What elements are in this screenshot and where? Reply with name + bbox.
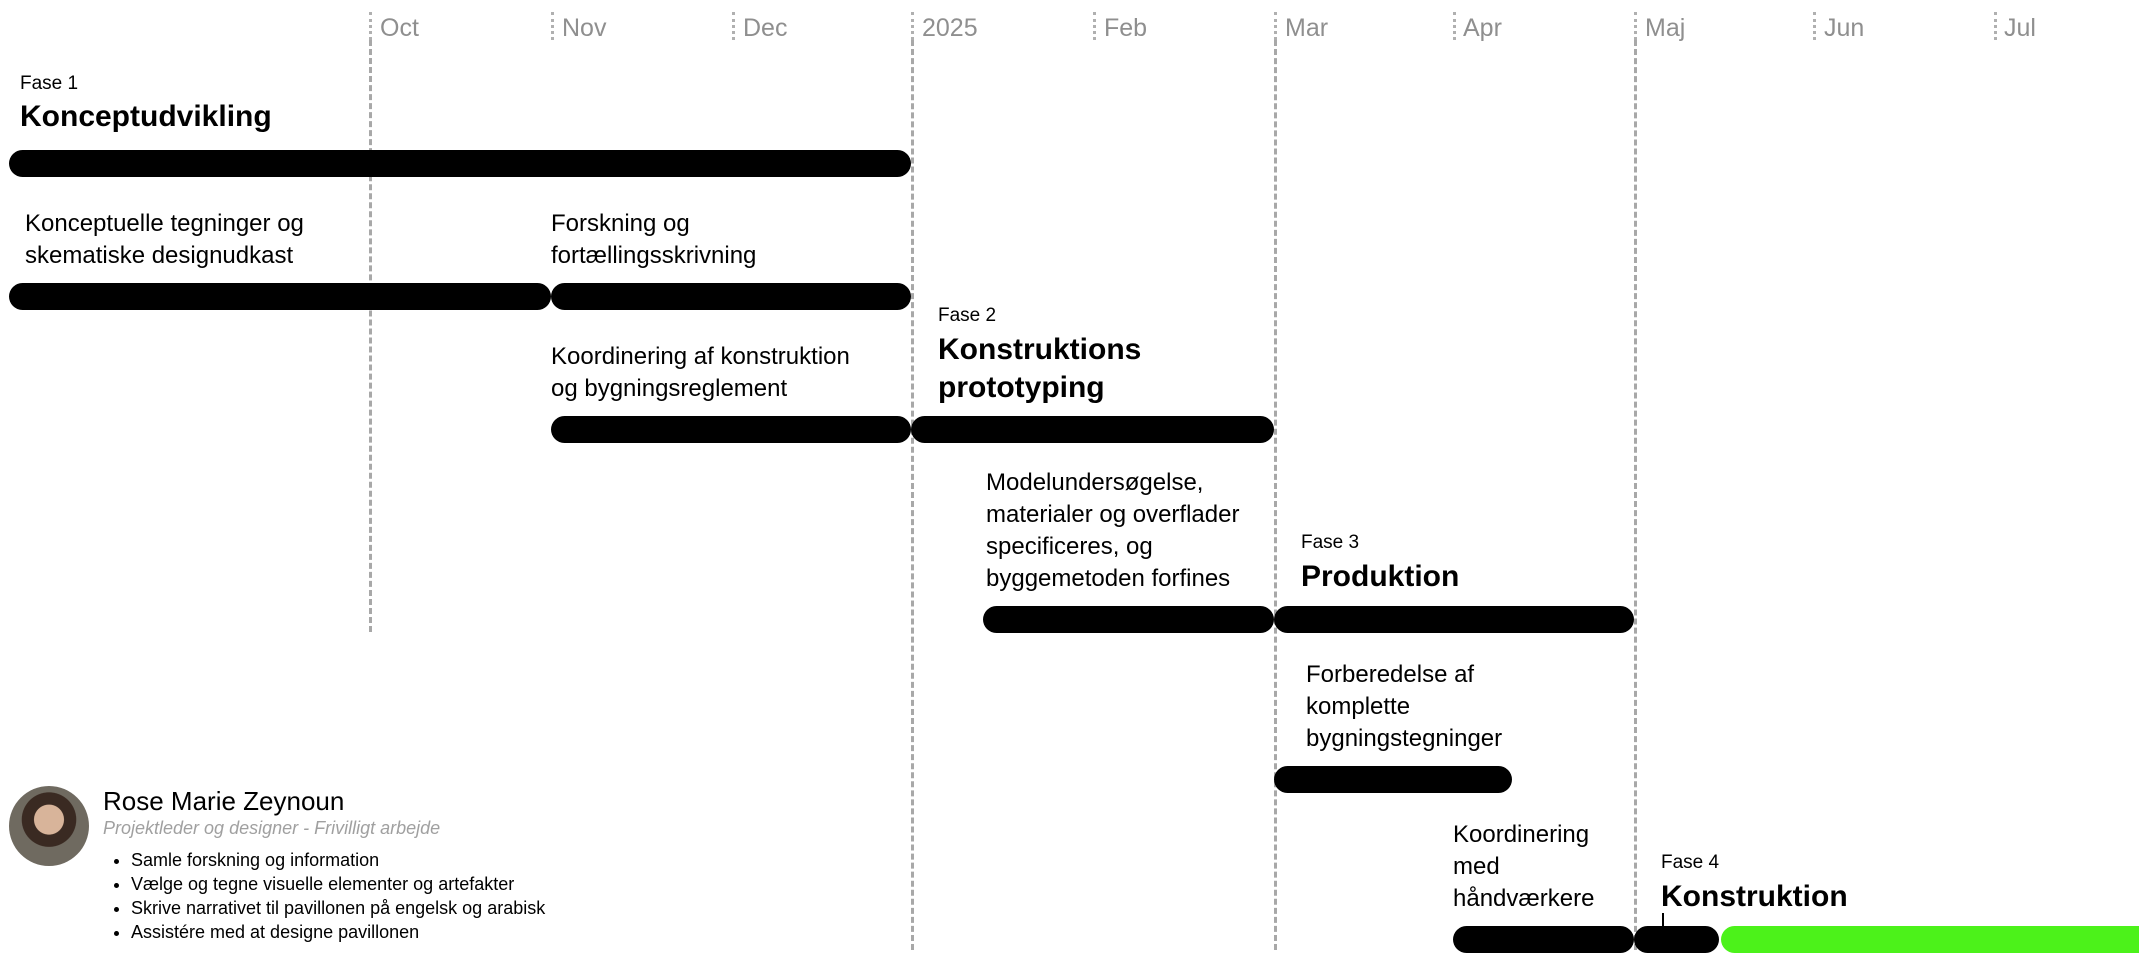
phase-3-title: Produktion — [1301, 560, 1460, 593]
task-text: bygningstegninger — [1306, 725, 1503, 752]
avatar — [9, 786, 89, 866]
task-text: byggemetoden forfines — [986, 565, 1231, 592]
task-bar-modelundersogelse[interactable] — [983, 606, 1274, 633]
month-mar: Mar — [1285, 14, 1329, 42]
task-forberedelse: Forberedelse af komplette bygningstegnin… — [1306, 659, 1502, 755]
task-bar-forberedelse[interactable] — [1274, 766, 1512, 793]
task-text: Konceptuelle tegninger og — [25, 210, 304, 237]
duty-item: Skrive narrativet til pavillonen på enge… — [131, 896, 545, 920]
task-bar-konceptuelle-tegninger[interactable] — [9, 283, 551, 310]
task-bar-forskning[interactable] — [551, 283, 911, 310]
month-feb: Feb — [1104, 14, 1148, 42]
tick-feb — [1093, 12, 1096, 40]
phase-4-current-bar[interactable] — [1721, 926, 2139, 953]
task-text: materialer og overflader — [986, 501, 1240, 528]
phase-3-bar[interactable] — [1274, 606, 1634, 633]
phase-4-bar[interactable] — [1634, 926, 1719, 953]
tick-apr — [1453, 12, 1456, 40]
tick-oct — [369, 12, 372, 40]
duty-item: Vælge og tegne visuelle elementer og art… — [131, 872, 545, 896]
tick-nov — [551, 12, 554, 40]
task-konceptuelle-tegninger: Konceptuelle tegninger og skematiske des… — [25, 208, 304, 272]
tick-jul — [1994, 12, 1997, 40]
duties-list: Samle forskning og information Vælge og … — [103, 848, 545, 944]
task-bar-koordinering-konstruktion[interactable] — [551, 416, 911, 443]
tick-dec — [732, 12, 735, 40]
gridline-oct — [369, 40, 372, 632]
task-text: specificeres, og — [986, 533, 1153, 560]
task-forskning: Forskning og fortællingsskrivning — [551, 208, 756, 272]
phase-2-label: Fase 2 — [938, 305, 997, 326]
phase-2-title-line: prototyping — [938, 370, 1105, 404]
month-jul: Jul — [2004, 14, 2036, 42]
gridline-mar — [1274, 40, 1277, 950]
person-role: Projektleder og designer - Frivilligt ar… — [103, 818, 441, 838]
task-text: Koordinering — [1453, 821, 1590, 848]
month-jun: Jun — [1824, 14, 1865, 42]
tick-maj — [1634, 12, 1637, 40]
task-text: Forberedelse af — [1306, 661, 1475, 688]
month-dec: Dec — [743, 14, 788, 42]
phase-4-marker — [1662, 913, 1664, 927]
task-koordinering-handvaerkere: Koordinering med håndværkere — [1453, 819, 1594, 915]
phase-2-title-line: Konstruktions — [938, 333, 1142, 366]
phase-3-label: Fase 3 — [1301, 532, 1360, 553]
task-koordinering-konstruktion: Koordinering af konstruktion og bygnings… — [551, 341, 850, 405]
task-modelundersogelse: Modelundersøgelse, materialer og overfla… — [986, 467, 1239, 595]
task-text: og bygningsreglement — [551, 375, 788, 402]
month-maj: Maj — [1645, 14, 1686, 42]
phase-2-title: Konstruktions prototyping — [938, 331, 1141, 406]
phase-1-title: Konceptudvikling — [20, 100, 272, 133]
task-text: håndværkere — [1453, 885, 1595, 912]
month-oct: Oct — [380, 14, 419, 42]
gridline-maj — [1634, 40, 1637, 950]
month-nov: Nov — [562, 14, 607, 42]
gridline-2025 — [911, 40, 914, 950]
task-text: Forskning og — [551, 210, 690, 237]
tick-mar — [1274, 12, 1277, 40]
phase-2-bar[interactable] — [911, 416, 1274, 443]
phase-4-label: Fase 4 — [1661, 852, 1720, 873]
task-text: Modelundersøgelse, — [986, 469, 1204, 496]
task-text: fortællingsskrivning — [551, 242, 757, 269]
task-text: med — [1453, 853, 1500, 880]
duty-item: Assistére med at designe pavillonen — [131, 920, 545, 944]
task-text: komplette — [1306, 693, 1411, 720]
phase-1-label: Fase 1 — [20, 73, 79, 94]
tick-jun — [1813, 12, 1816, 40]
task-text: Koordinering af konstruktion — [551, 343, 850, 370]
month-apr: Apr — [1463, 14, 1502, 42]
phase-4-title: Konstruktion — [1661, 880, 1848, 913]
month-2025: 2025 — [922, 14, 978, 42]
person-name: Rose Marie Zeynoun — [103, 786, 345, 816]
task-bar-koordinering-handvaerkere[interactable] — [1453, 926, 1634, 953]
task-text: skematiske designudkast — [25, 242, 294, 269]
duty-item: Samle forskning og information — [131, 848, 545, 872]
phase-1-bar[interactable] — [9, 150, 911, 177]
tick-2025 — [911, 12, 914, 40]
